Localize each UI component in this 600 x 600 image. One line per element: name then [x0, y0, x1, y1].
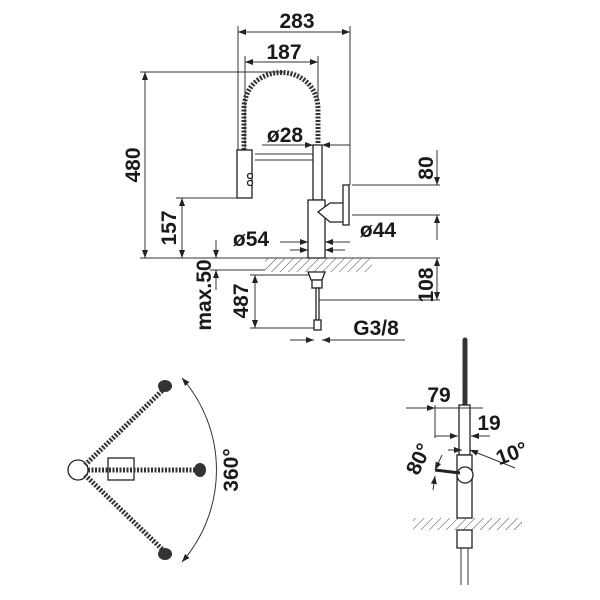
mounting-thread [311, 279, 323, 289]
dim-o44: ø44 [360, 219, 397, 242]
side-lever [434, 468, 461, 475]
dim-108: 108 [415, 267, 438, 302]
side-dimension-lines [406, 405, 516, 491]
side-countertop [413, 518, 522, 530]
side-nut [456, 529, 473, 549]
dim-360: 360° [220, 448, 243, 491]
dim-o28: ø28 [267, 124, 304, 147]
countertop [265, 258, 372, 272]
top-view: 360° [67, 377, 243, 563]
extension-lines [140, 26, 440, 329]
hose-position-right [83, 473, 167, 554]
dim-187: 187 [266, 41, 301, 64]
dim-487: 487 [230, 283, 253, 318]
dimension-lines [142, 29, 440, 343]
spray-head-top [158, 548, 172, 560]
lever-handle [342, 184, 350, 226]
side-body [456, 454, 473, 519]
dim-79: 79 [427, 384, 450, 407]
side-spout [458, 404, 471, 456]
dim-480: 480 [122, 147, 145, 182]
dim-157: 157 [158, 210, 181, 245]
spout-pipe [312, 144, 323, 201]
dim-19: 19 [477, 412, 500, 435]
hose-connector [313, 319, 322, 331]
spring-hose [241, 70, 321, 150]
dim-80-degrees: 80° [402, 440, 436, 479]
supply-hose [315, 287, 320, 323]
mounting-nut [307, 271, 326, 281]
rotation-arc [181, 377, 217, 563]
side-view: 79 19 80° 10° [402, 337, 531, 585]
spray-head-top [158, 380, 172, 392]
dim-g38: G3/8 [353, 317, 399, 340]
spray-head-top [194, 463, 206, 477]
dim-max50: max.50 [193, 259, 216, 330]
spray-button [246, 179, 254, 187]
dim-80: 80 [415, 156, 438, 179]
hose-position-left [83, 386, 167, 467]
dim-283: 283 [279, 10, 314, 33]
dim-10-degrees: 10° [493, 438, 531, 470]
side-lever-hub [456, 466, 474, 484]
front-view: 283 187 480 ø28 80 157 ø54 ø44 max.50 48… [122, 10, 440, 343]
spray-button [246, 172, 254, 180]
dim-o54: ø54 [233, 228, 270, 251]
